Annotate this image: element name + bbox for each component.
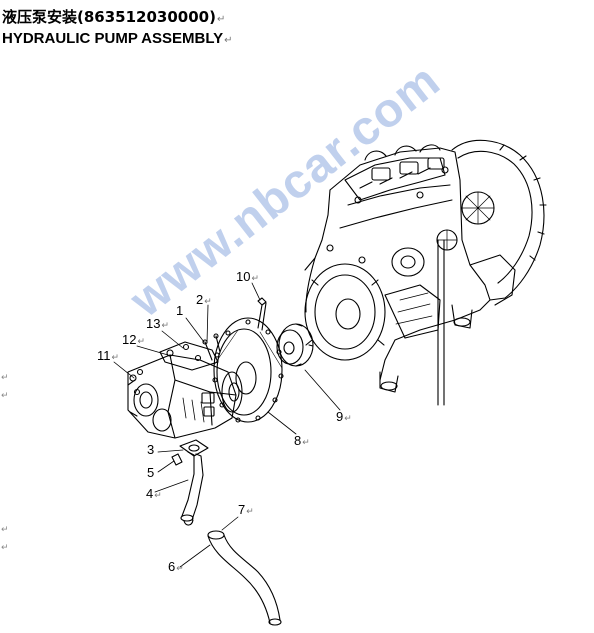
callout-3: 3 [147,442,155,457]
engine-illustration [304,139,547,406]
margin-mark: ↵ [1,524,9,534]
callout-13: 13↵ [146,316,170,331]
callout-8: 8↵ [294,433,310,448]
margin-mark: ↵ [1,372,9,382]
callout-7: 7↵ [238,502,254,517]
callout-2: 2↵ [196,292,212,307]
gasket-part [179,439,209,457]
title-english-text: HYDRAULIC PUMP ASSEMBLY [2,30,224,47]
margin-mark: ↵ [1,542,9,552]
coupling-part [276,323,314,367]
callout-9: 9↵ [336,409,352,424]
bolt-part [257,297,267,331]
title-chinese-text: 液压泵安装(863512030000) [2,8,216,26]
return-mark: ↵ [216,14,226,25]
hydraulic-pump-part [127,333,243,439]
flange-disc-part [212,317,284,423]
callout-4: 4↵ [146,486,162,501]
title-english: HYDRAULIC PUMP ASSEMBLY↵ [2,30,233,50]
clamp-part [171,453,183,466]
callout-1: 1 [176,303,184,318]
callout-6: 6↵ [168,559,184,574]
outlet-pipe-part [207,530,282,626]
callout-12: 12↵ [122,332,146,347]
title-chinese: 液压泵安装(863512030000)↵ [2,8,225,29]
margin-mark: ↵ [1,390,9,400]
callout-11: 11↵ [97,348,120,363]
leader-lines [113,282,341,568]
callout-10: 10↵ [236,269,260,284]
callout-5: 5 [147,465,155,480]
suction-hose-part [180,451,204,526]
return-mark: ↵ [224,35,233,46]
